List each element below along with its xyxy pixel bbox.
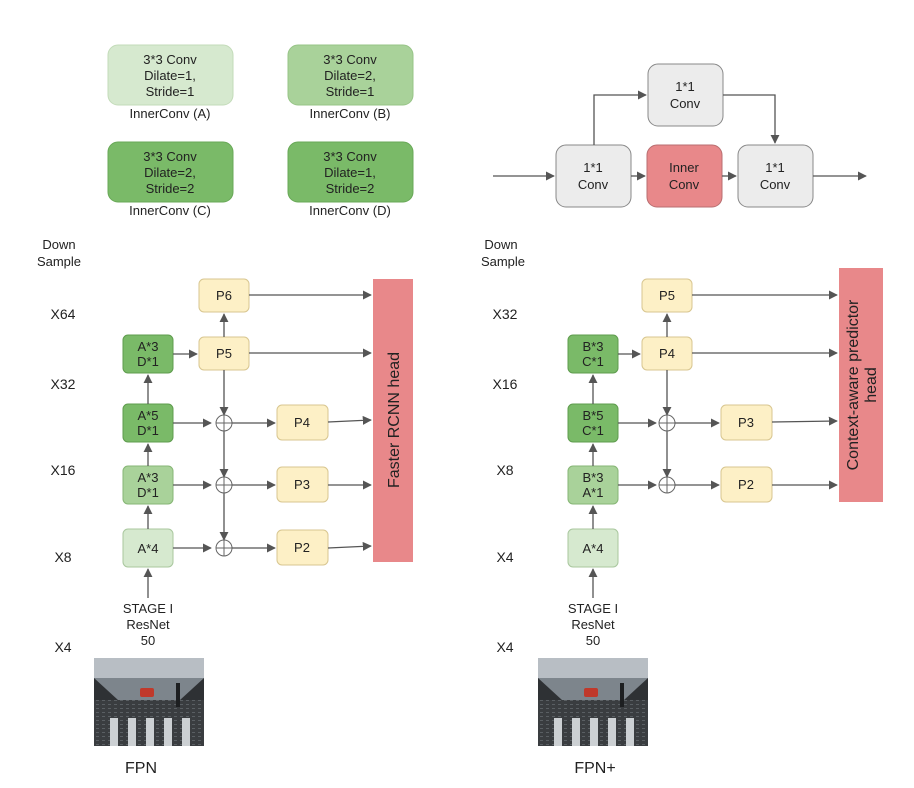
block-left-line2: Conv [578,177,609,192]
fpnplus-head-line1: Context-aware predictor [845,299,862,470]
block-skip-down-arrow [723,94,780,144]
block-conv-right [737,144,814,208]
fpnplus-head [839,268,883,502]
legend-d-line3: Stride=2 [326,181,375,196]
legend-b-caption: InnerConv (B) [310,106,391,121]
fpnplus-stage-line3: 50 [586,633,600,648]
block-inner-line2: Conv [669,177,700,192]
legend-a-line1: 3*3 Conv [143,52,197,67]
legend-d-line2: Dilate=1, [324,165,376,180]
legend-b-line1: 3*3 Conv [323,52,377,67]
block-right-line2: Conv [760,177,791,192]
block-right-line1: 1*1 [765,160,785,175]
block-conv-top [647,63,724,127]
legend-b-line3: Stride=1 [326,84,375,99]
legend-a-line2: Dilate=1, [144,68,196,83]
fpn-p3-label: P3 [294,477,310,492]
fpnplus-scale-x4-bottom: X4 [496,639,513,655]
fpnplus-p3-label: P3 [738,415,754,430]
fpn-caption: FPN [125,760,157,777]
fpn-backbone-stage3-line1: A*5 [138,408,159,423]
legend-d-caption: InnerConv (D) [309,203,391,218]
legend-innerconv-a: 3*3 Conv Dilate=1, Stride=1 InnerConv (A… [107,44,234,121]
block-diagram: 1*1 Conv Inner Conv 1*1 Conv 1*1 Conv [493,63,867,208]
block-inner-conv [646,144,723,208]
fpnplus-scale-header-line2: Sample [481,254,525,269]
block-conv-left [555,144,632,208]
fpn-scale-x16: X16 [51,462,76,478]
fpn-scale-x8: X8 [54,549,71,565]
fpnplus-scale-header-line1: Down [484,237,517,252]
block-inner-line1: Inner [669,160,699,175]
fpn-scale-header-line1: Down [42,237,75,252]
fpn-sum-node-3 [215,539,233,557]
legend-b-line2: Dilate=2, [324,68,376,83]
fpn-stage-line1: STAGE I [123,601,173,616]
fpn-p4 [276,404,329,441]
fpn-head-label: Faster RCNN head [386,352,403,488]
fpn-backbone-stage4-line2: D*1 [137,354,159,369]
fpn-head [373,279,413,562]
fpn-scale-x64: X64 [51,306,76,322]
fpnplus-backbone-stage4-line2: C*1 [582,354,604,369]
fpn-backbone-stage2-line2: D*1 [137,485,159,500]
block-top-line2: Conv [670,96,701,111]
fpnplus-p4-label: P4 [659,346,675,361]
fpnplus-stage-line1: STAGE I [568,601,618,616]
fpnplus-backbone-stage3-line1: B*5 [583,408,604,423]
legend-a-caption: InnerConv (A) [130,106,211,121]
fpn-p4-label: P4 [294,415,310,430]
legend-d-line1: 3*3 Conv [323,149,377,164]
fpn-scale-x32: X32 [51,376,76,392]
legend-innerconv-c: 3*3 Conv Dilate=2, Stride=2 InnerConv (C… [107,141,234,218]
fpnplus-sum-node-1 [658,414,676,432]
fpnplus-backbone-stage2-line2: A*1 [583,485,604,500]
fpnplus-head-line2: head [863,367,880,403]
fpnplus-scale-x32: X32 [493,306,518,322]
fpn-input-image [94,658,204,746]
fpn-backbone-stage4-line1: A*3 [138,339,159,354]
fpnplus-input-image [538,658,648,746]
block-skip-up-arrow [593,90,647,145]
fpnplus-stage-line2: ResNet [571,617,615,632]
fpn-stage-line3: 50 [141,633,155,648]
legend-c-line2: Dilate=2, [144,165,196,180]
fpn-p6-label: P6 [216,288,232,303]
block-top-line1: 1*1 [675,79,695,94]
fpnplus-backbone-stage4-line1: B*3 [583,339,604,354]
fpnplus-backbone-stage1-line1: A*4 [583,541,604,556]
fpnplus-p5-label: P5 [659,288,675,303]
fpn-p2-label: P2 [294,540,310,555]
fpnplus-scale-x16: X16 [493,376,518,392]
fpn-scale-x4: X4 [54,639,71,655]
fpn-sum-node-2 [215,476,233,494]
fpnplus-caption: FPN+ [574,760,615,777]
fpnplus-scale-x4: X4 [496,549,513,565]
fpn-sum-node-1 [215,414,233,432]
fpnplus-sum-node-2 [658,476,676,494]
fpnplus-diagram: Down Sample X32 X16 X8 X4 X4 B*3 C*1 B*5… [481,237,883,777]
fpn-diagram: Down Sample X64 X32 X16 X8 X4 A*3 D*1 A*… [37,237,413,777]
legend-a-line3: Stride=1 [146,84,195,99]
fpn-scale-header-line2: Sample [37,254,81,269]
legend-c-line3: Stride=2 [146,181,195,196]
fpnplus-p3 [720,404,773,441]
block-left-line1: 1*1 [583,160,603,175]
legend-innerconv-b: 3*3 Conv Dilate=2, Stride=1 InnerConv (B… [287,44,414,121]
fpnplus-scale-x8: X8 [496,462,513,478]
fpn-p5-label: P5 [216,346,232,361]
fpn-stage-line2: ResNet [126,617,170,632]
legend-c-caption: InnerConv (C) [129,203,211,218]
fpnplus-backbone-stage3-line2: C*1 [582,423,604,438]
fpn-backbone-stage2-line1: A*3 [138,470,159,485]
legend-c-line1: 3*3 Conv [143,149,197,164]
fpn-backbone-stage1-line1: A*4 [138,541,159,556]
fpn-backbone-stage3-line2: D*1 [137,423,159,438]
fpnplus-p2-label: P2 [738,477,754,492]
fpnplus-backbone-stage2-line1: B*3 [583,470,604,485]
legend-innerconv-d: 3*3 Conv Dilate=1, Stride=2 InnerConv (D… [287,141,414,218]
